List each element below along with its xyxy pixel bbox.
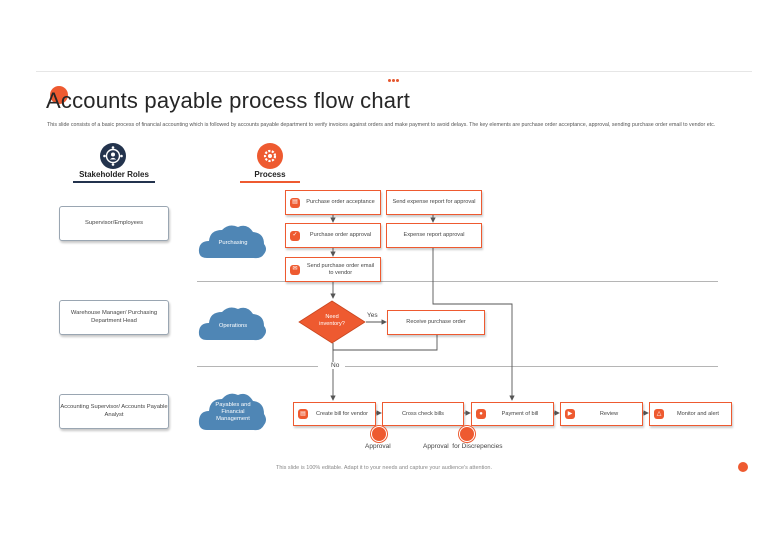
process-gear-icon (257, 143, 283, 169)
team-icon (100, 143, 126, 169)
stakeholder-roles-heading: Stakeholder Roles (79, 170, 149, 179)
approval-discrepancies-label: Approval for Discrepencies (423, 443, 503, 450)
lane-divider (197, 366, 318, 367)
lane-divider (345, 366, 718, 367)
step-purchase-order-approval: ✓ Purchase order approval (285, 223, 381, 248)
yes-label: Yes (367, 312, 378, 319)
stakeholder-underline (73, 181, 155, 183)
approval-icon (371, 426, 387, 442)
step-cross-check-bills: Cross check bills (382, 402, 464, 426)
title-accent-dot (50, 86, 68, 104)
slide-description: This slide consists of a basic process o… (47, 122, 716, 128)
step-receive-purchase-order: Receive purchase order (387, 310, 485, 335)
no-label: No (328, 362, 343, 369)
step-create-bill: ▤ Create bill for vendor (293, 402, 376, 426)
slide-title: Accounts payable process flow chart (46, 88, 411, 113)
role-box: Accounting Supervisor/ Accounts Payable … (59, 394, 169, 429)
footer-note: This slide is 100% editable. Adapt it to… (276, 465, 492, 471)
cloud-payables: Payables and Financial Management (197, 390, 269, 434)
role-box: Warehouse Manager/ Purchasing Department… (59, 300, 169, 335)
approval-discrepancies-icon (459, 426, 475, 442)
step-review: ▶ Review (560, 402, 643, 426)
corner-accent-dot (738, 462, 748, 472)
email-icon: ✉ (290, 264, 300, 275)
document-icon: ▤ (290, 197, 300, 208)
role-box: Supervisor/Employees (59, 206, 169, 241)
payment-icon: ● (476, 409, 486, 419)
step-send-purchase-order: ✉ Send purchase order email to vendor (285, 257, 381, 282)
step-monitor-alert: △ Monitor and alert (649, 402, 732, 426)
top-divider (36, 71, 752, 72)
cloud-operations: Operations (197, 304, 269, 346)
monitor-icon: △ (654, 409, 664, 419)
step-purchase-order-acceptance: ▤ Purchase order acceptance (285, 190, 381, 215)
top-dots (388, 69, 400, 82)
decision-need-inventory: Need inventory? (298, 300, 366, 344)
step-expense-report-approval: Expense report approval (386, 223, 482, 248)
clipboard-icon: ✓ (290, 230, 300, 241)
step-send-expense-report: Send expense report for approval (386, 190, 482, 215)
cloud-purchasing: Purchasing (197, 222, 269, 264)
review-icon: ▶ (565, 409, 575, 419)
step-payment-of-bill: ● Payment of bill (471, 402, 554, 426)
approval-label: Approval (365, 443, 391, 450)
process-heading: Process (254, 170, 286, 179)
process-underline (240, 181, 300, 183)
lane-divider (197, 281, 718, 282)
bill-icon: ▤ (298, 409, 308, 419)
